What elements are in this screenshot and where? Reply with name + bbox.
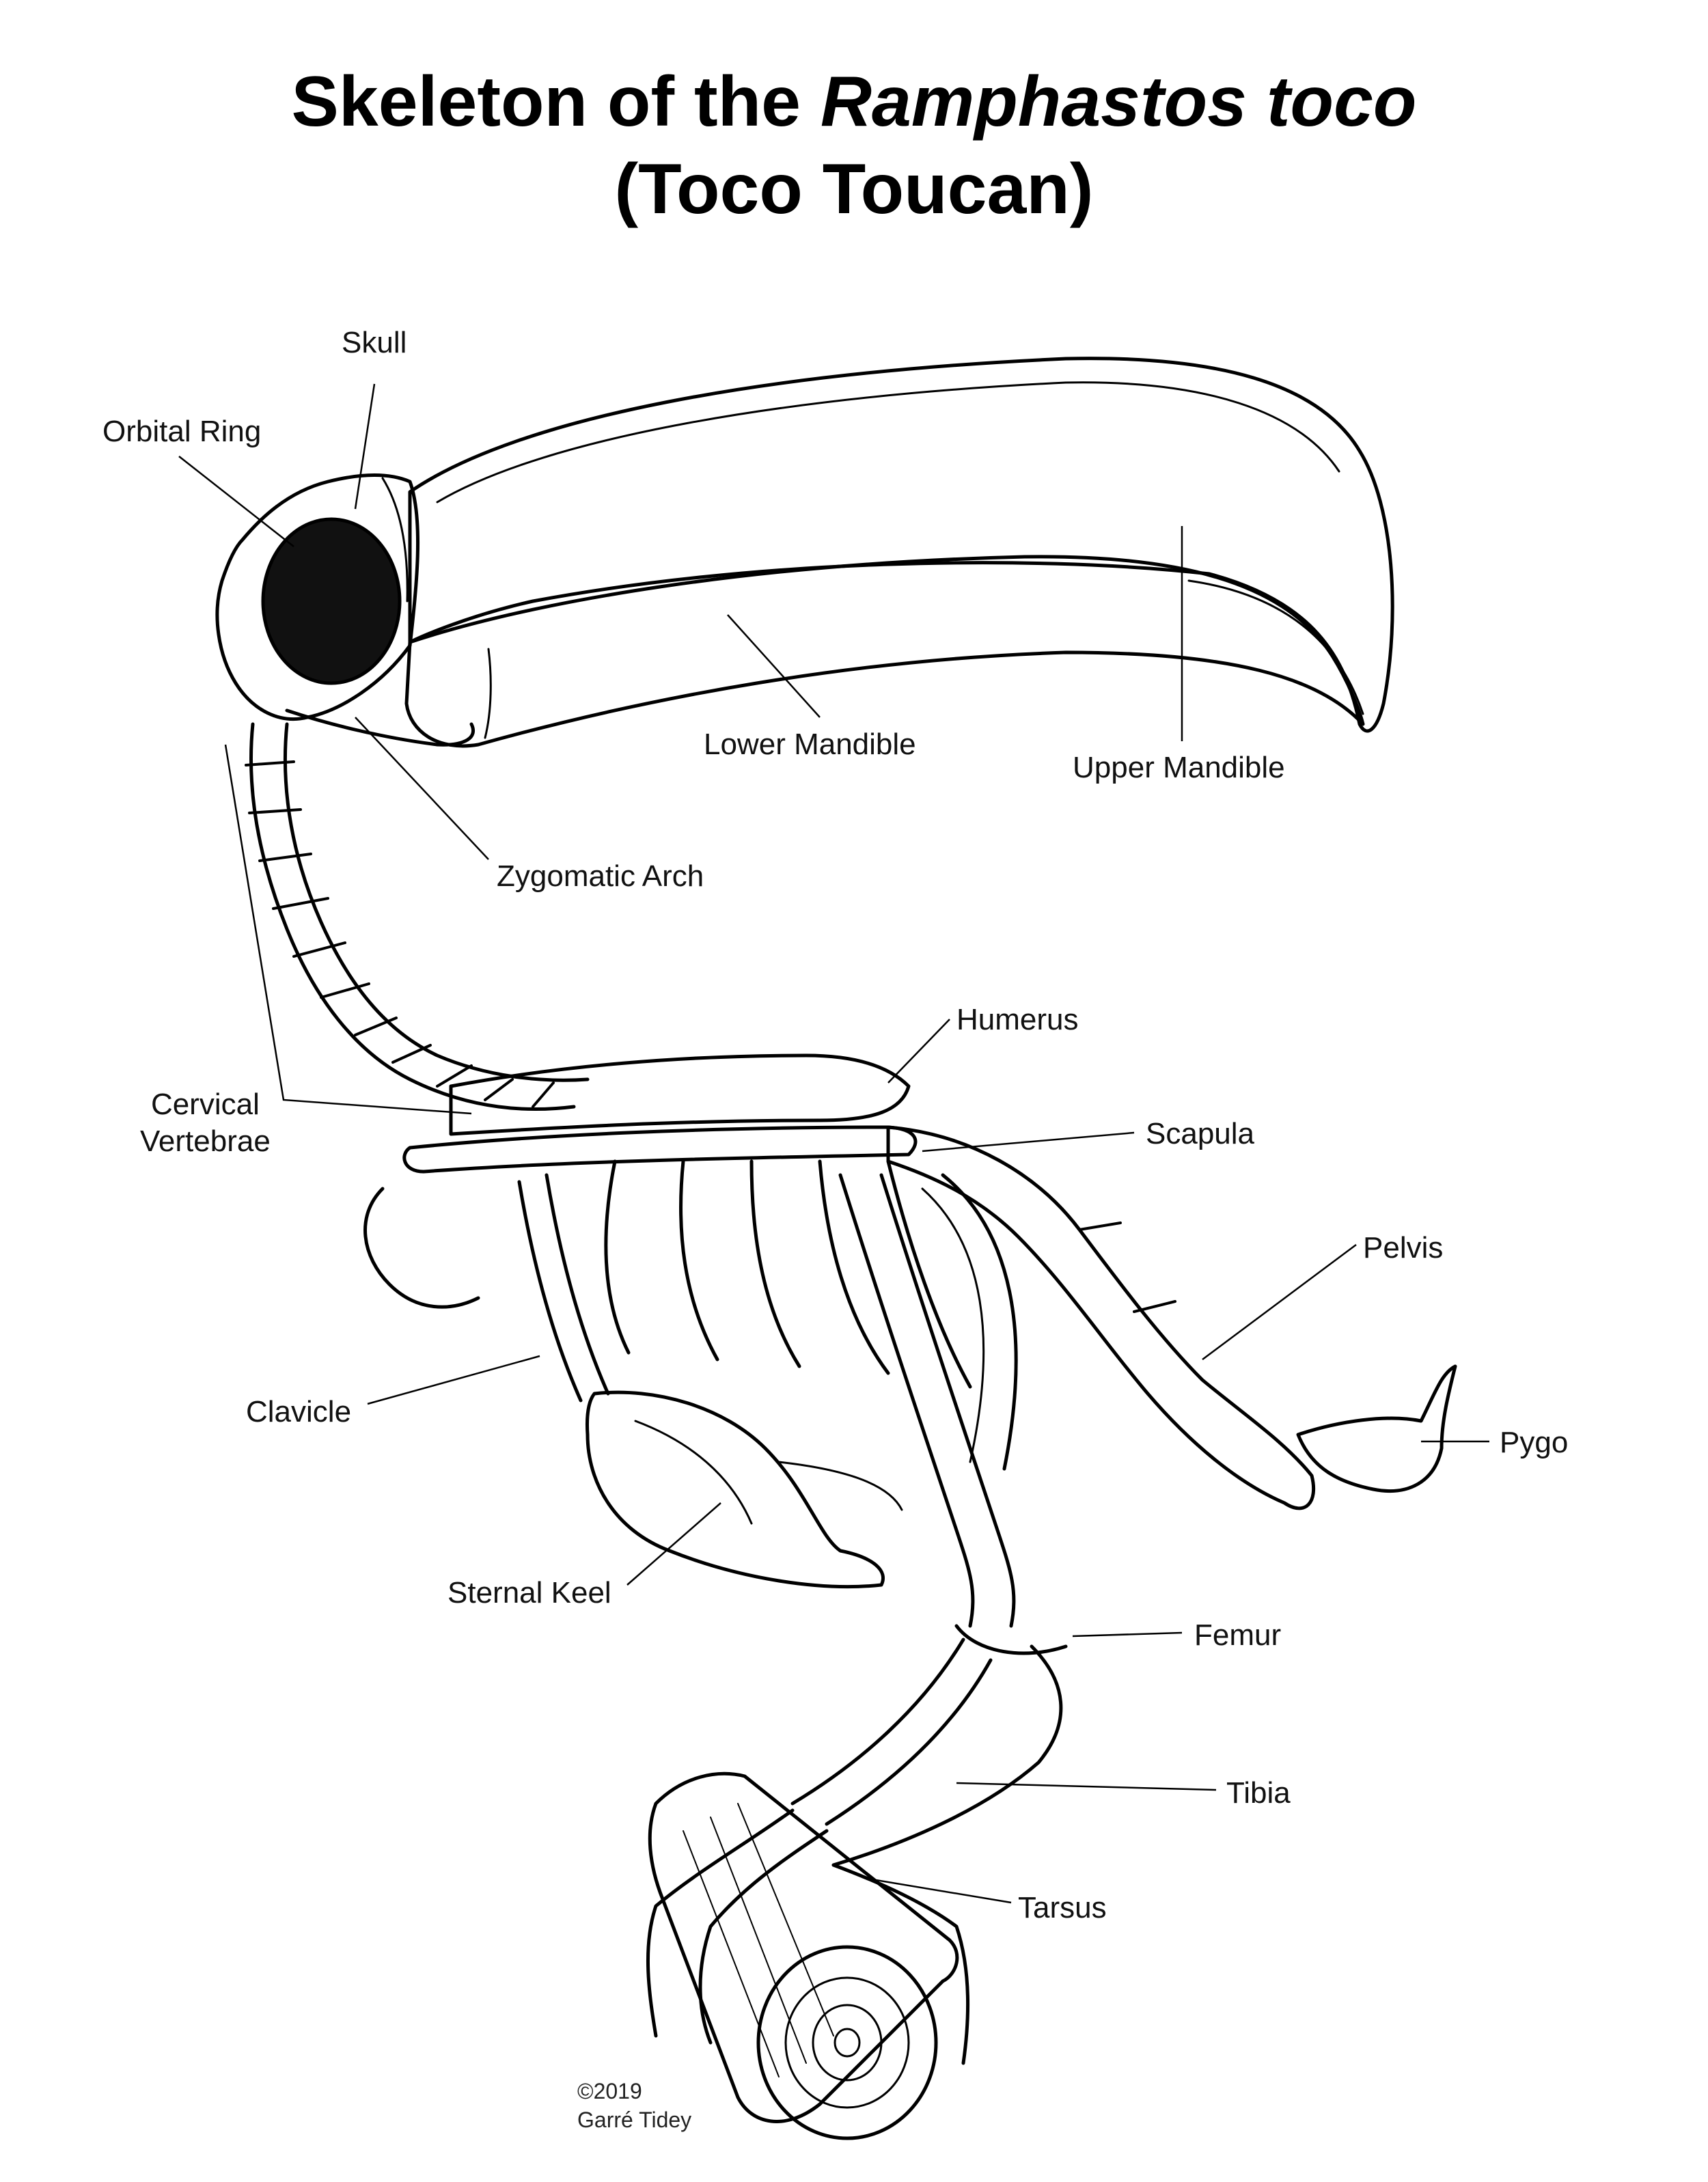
label-tarsus: Tarsus — [1018, 1891, 1107, 1924]
label-lower-mandible: Lower Mandible — [704, 728, 916, 761]
leader-femur — [1072, 1631, 1183, 1638]
orbital-ring — [261, 517, 402, 685]
humerus-bone — [449, 1053, 911, 1136]
leader-lower-mandible — [727, 614, 821, 718]
leader-pelvis — [1202, 1243, 1357, 1361]
label-scapula: Scapula — [1146, 1117, 1255, 1150]
scapula-bone — [402, 1125, 918, 1174]
label-pelvis: Pelvis — [1363, 1231, 1444, 1265]
label-clavicle: Clavicle — [246, 1395, 352, 1428]
skull-bone — [215, 473, 420, 721]
clavicle-bone — [517, 1173, 610, 1403]
leader-sternal-keel — [626, 1502, 721, 1586]
leader-tibia — [956, 1782, 1217, 1791]
label-cervical-vertebrae-line1: Cervical — [150, 1088, 260, 1121]
leader-orbital-ring — [178, 456, 294, 547]
label-cervical-vertebrae-line2: Vertebrae — [140, 1124, 271, 1158]
tarsus-bone — [646, 1808, 970, 2065]
leader-clavicle — [367, 1355, 540, 1405]
leader-zygomatic-arch — [355, 717, 489, 860]
femur-bone — [838, 1173, 1068, 1655]
leader-tarsus — [867, 1877, 1012, 1904]
title-prefix: Skeleton of the — [291, 62, 821, 141]
label-zygomatic-arch: Zygomatic Arch — [497, 859, 704, 893]
upper-mandible-bone — [408, 357, 1394, 733]
pygostyle-bone — [1296, 1364, 1457, 1493]
label-skull: Skull — [342, 326, 407, 359]
diagram-title: Skeleton of the Ramphastos toco (Toco To… — [0, 58, 1708, 233]
leader-humerus — [887, 1019, 950, 1083]
title-species-name: Ramphastos toco — [820, 62, 1417, 141]
leader-scapula — [922, 1131, 1135, 1152]
copyright-year: ©2019 — [577, 2079, 642, 2103]
perch-branch — [648, 1771, 959, 2140]
label-tibia: Tibia — [1226, 1776, 1291, 1810]
sternal-keel-bone — [586, 1390, 903, 1589]
label-pygo: Pygo — [1500, 1426, 1569, 1459]
label-humerus: Humerus — [956, 1003, 1079, 1036]
rib-cage-bones — [604, 1159, 1018, 1471]
label-sternal-keel: Sternal Keel — [447, 1576, 611, 1610]
label-orbital-ring: Orbital Ring — [102, 415, 262, 448]
label-femur: Femur — [1194, 1618, 1282, 1652]
leader-skull — [354, 383, 376, 510]
pelvis-bone — [886, 1125, 1316, 1510]
label-cervical-vertebrae: Cervical Vertebrae — [140, 1086, 271, 1160]
title-common-name: (Toco Toucan) — [614, 150, 1094, 229]
artist-name: Garré Tidey — [577, 2108, 692, 2132]
lower-mandible-bone — [404, 555, 1365, 748]
zygomatic-arch-bone — [285, 708, 475, 747]
leader-cervical-vertebrae — [224, 744, 472, 1115]
copyright-credit: ©2019 Garré Tidey — [577, 2077, 691, 2134]
tibia-bone — [790, 1638, 1063, 1867]
coracoid-bone — [363, 1187, 480, 1309]
label-upper-mandible: Upper Mandible — [1073, 751, 1285, 784]
